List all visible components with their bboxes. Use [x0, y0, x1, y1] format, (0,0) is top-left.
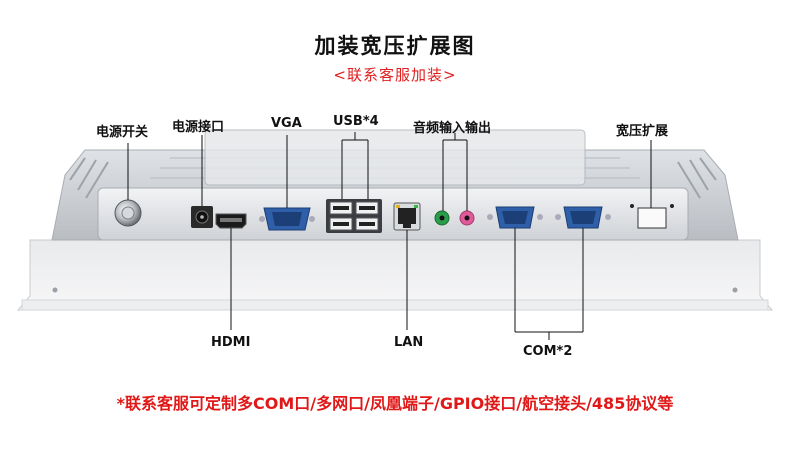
- com-label: COM*2: [523, 344, 573, 359]
- page-title: 加装宽压扩展图: [314, 34, 476, 58]
- vga-port[interactable]: [259, 207, 315, 231]
- customization-note: *联系客服可定制多COM口/多网口/凤凰端子/GPIO接口/航空接头/485协议…: [116, 394, 674, 413]
- audio-jack-pink[interactable]: [459, 210, 475, 226]
- power-port-label: 电源接口: [172, 120, 225, 135]
- wide-voltage-module: [630, 204, 674, 229]
- com-port-1[interactable]: [487, 206, 543, 229]
- audio-jack-green[interactable]: [434, 210, 450, 226]
- dc-power-jack[interactable]: [191, 206, 213, 228]
- power-switch[interactable]: [114, 199, 142, 227]
- hdmi-label: HDMI: [211, 335, 251, 350]
- callout-lines: [127, 132, 652, 340]
- front-bezel: [16, 239, 774, 311]
- usb-label: USB*4: [333, 114, 379, 129]
- lan-port[interactable]: [393, 202, 421, 231]
- audio-label: 音频输入输出: [413, 121, 492, 136]
- com-port-2[interactable]: [555, 206, 611, 229]
- lan-label: LAN: [394, 335, 424, 350]
- usb-ports[interactable]: [326, 199, 382, 233]
- vga-label: VGA: [271, 116, 302, 131]
- wide-voltage-label: 宽压扩展: [616, 124, 669, 139]
- screw-icon: [732, 287, 738, 293]
- power-switch-label: 电源开关: [96, 125, 149, 140]
- page-subtitle: <联系客服加装>: [333, 66, 457, 84]
- hdmi-port[interactable]: [215, 213, 247, 229]
- screw-icon: [52, 287, 58, 293]
